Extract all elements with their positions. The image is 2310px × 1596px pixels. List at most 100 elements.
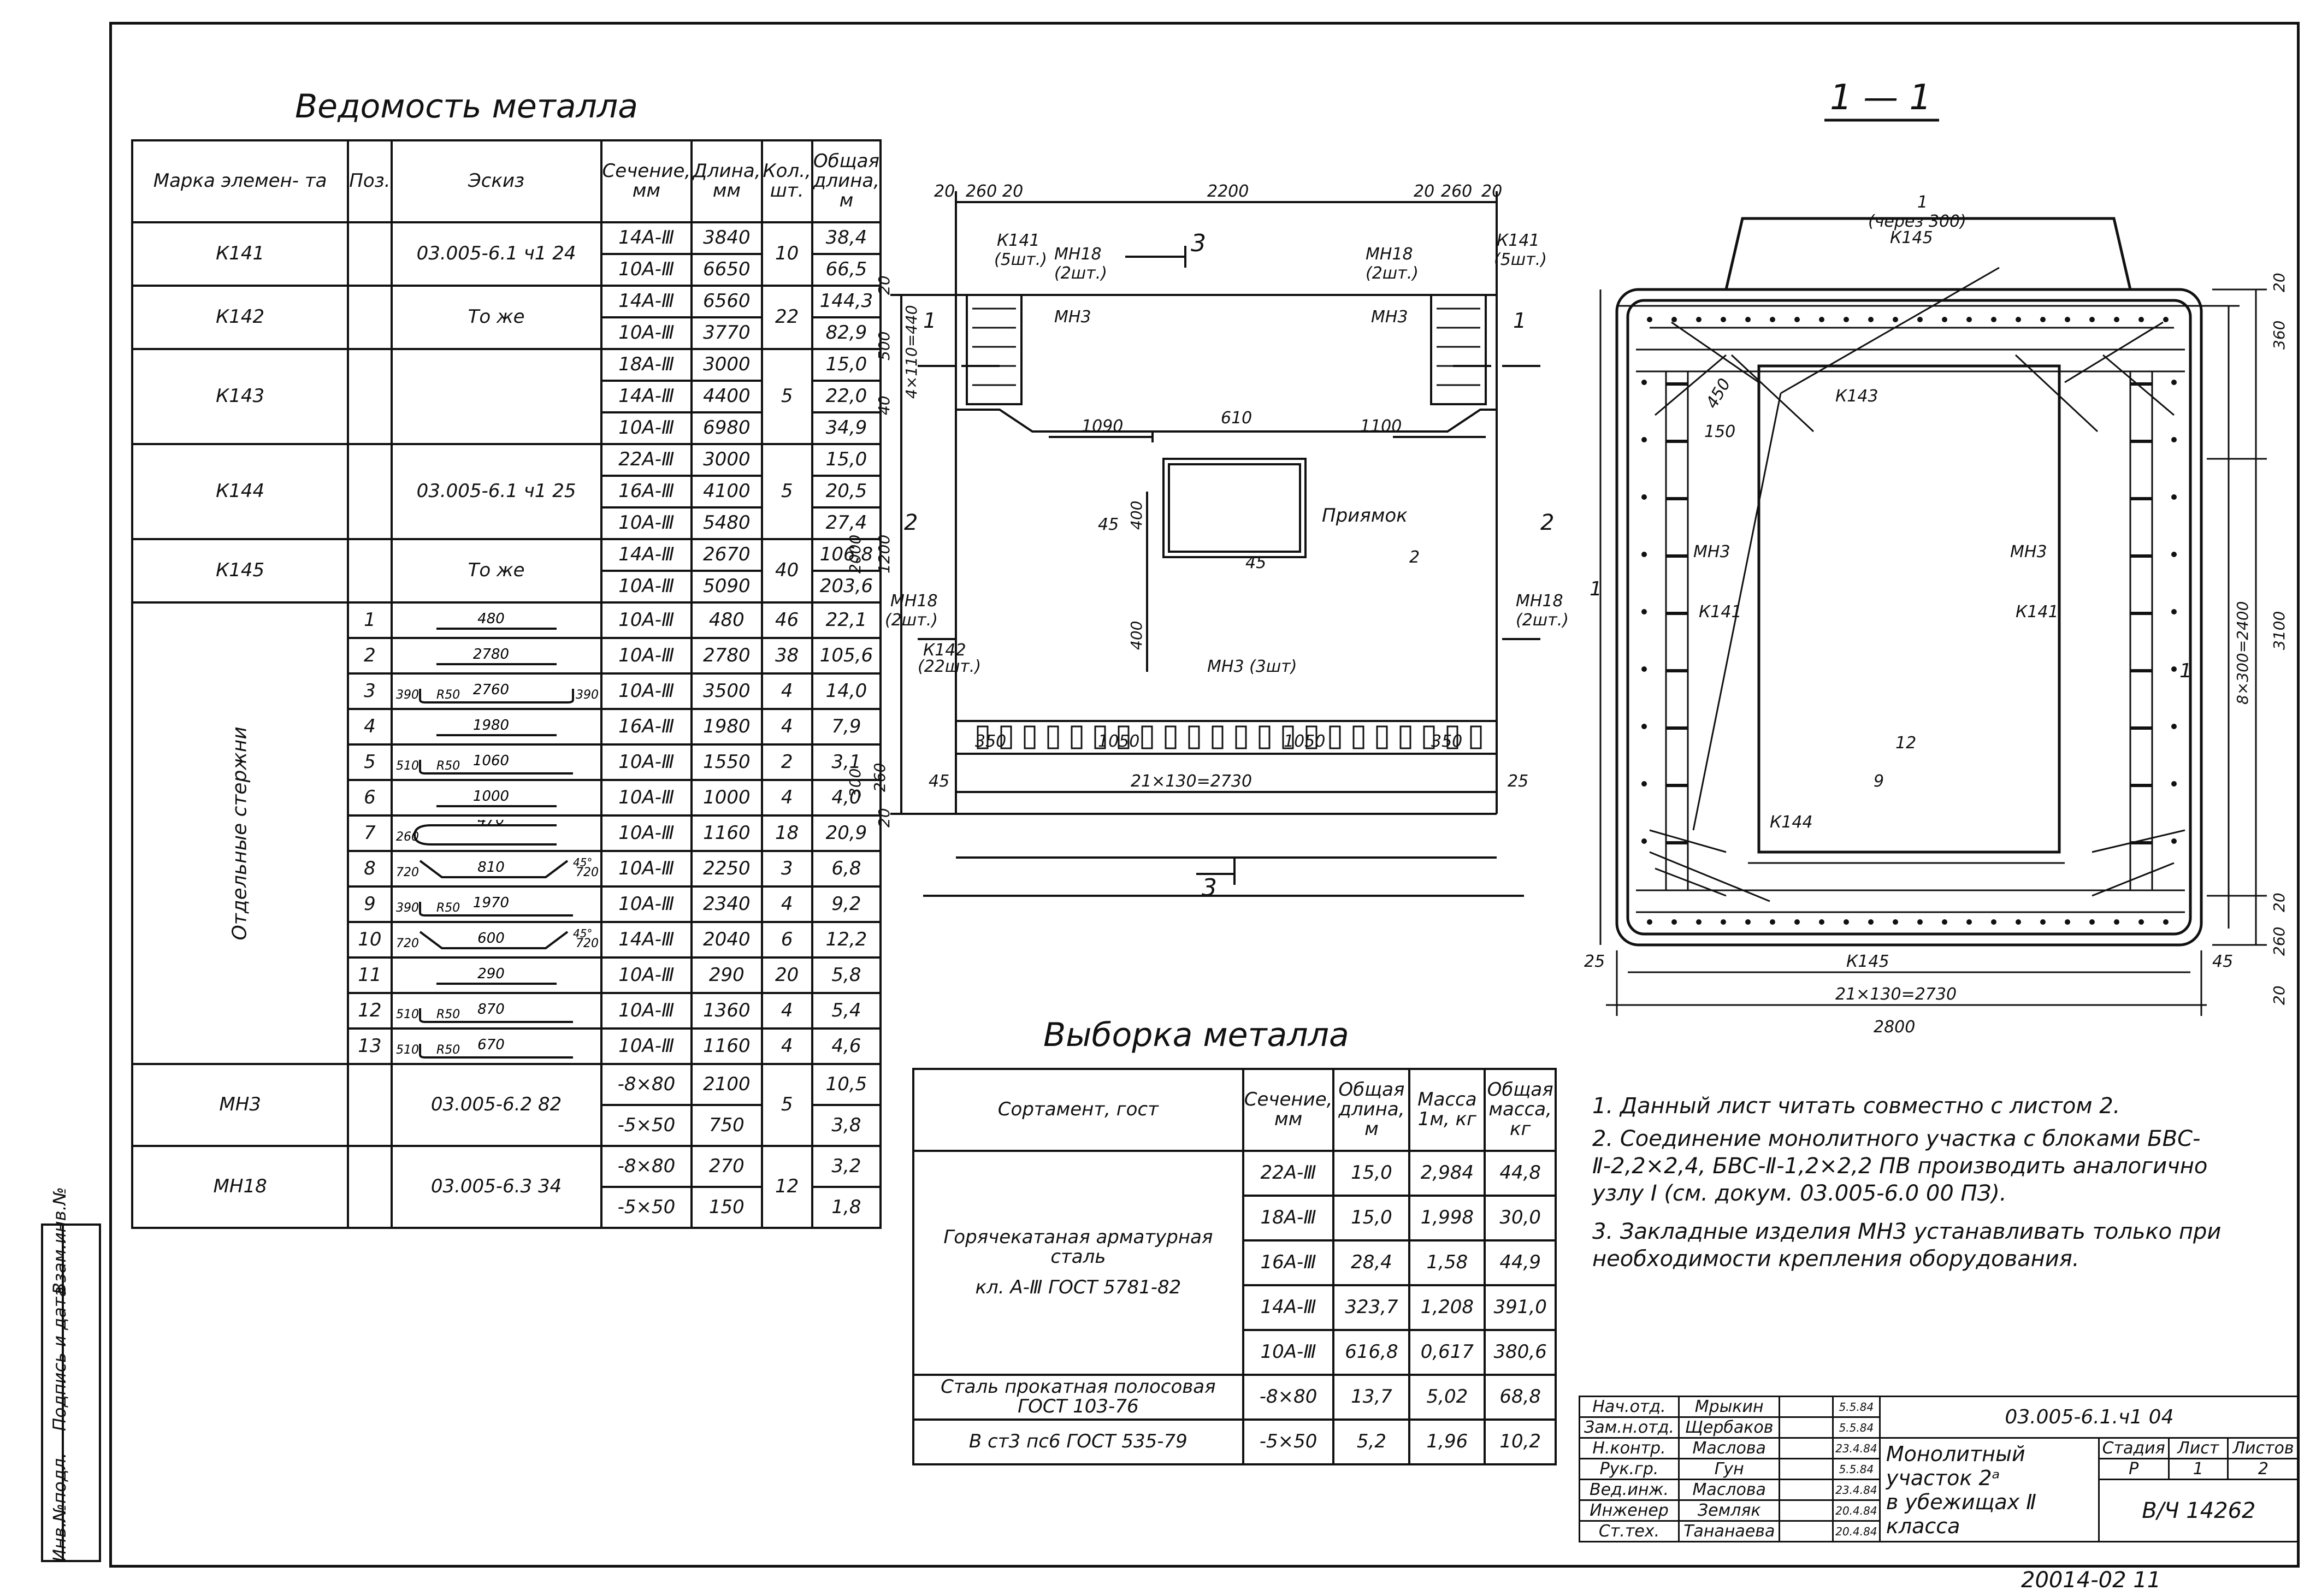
stamp-sign [1779,1437,1834,1459]
stamp-date: 20.4.84 [1832,1520,1881,1542]
length-cell: 3840 [690,221,763,255]
section-cell: 14А-Ⅲ [600,538,693,572]
pos-cell: 11 [347,956,393,994]
plan-label-k141r-count: (5шт.) [1494,250,1547,269]
bar-sketch: 2780 [436,646,557,665]
section-label-k144: К144 [1770,813,1813,832]
plan-dim-1200: 1200 [875,535,893,574]
vedomost-header-1: Поз. [347,139,393,223]
length-cell: 6650 [690,253,763,287]
total-cell: 4,6 [811,1027,882,1065]
count-cell: 3 [760,850,813,888]
length-cell: 1160 [690,1027,763,1065]
count-cell: 20 [760,956,813,994]
element-mark: К143 [131,348,350,445]
stamp-sheets-h: Листов [2226,1437,2300,1459]
count-cell: 22 [760,285,813,350]
side-vzam: Взам.инв.№ [49,1187,70,1294]
count-cell: 5 [760,443,813,540]
table-cell: 5,02 [1408,1374,1486,1421]
total-cell: 27,4 [811,506,882,540]
note-1: 1. Данный лист читать совместно с листом… [1592,1093,2120,1119]
plan-label-k141-count: (5шт.) [994,250,1047,269]
count-cell: 46 [760,601,813,639]
length-cell: 1550 [690,743,763,781]
plan-dim-20a: 20 [934,182,955,201]
stamp-sheet: 1 [2167,1458,2229,1480]
svg-text:720: 720 [396,866,419,879]
section-dim-20a: 20 [2270,273,2288,292]
plan-label-two-marker: 2 [1409,548,1420,567]
plan-dim-260a: 260 [966,182,997,201]
table-cell: 616,8 [1332,1329,1411,1376]
svg-text:1000: 1000 [472,788,509,805]
total-cell: 20,9 [811,814,882,852]
svg-text:R50: R50 [436,1008,460,1021]
total-cell: 20,5 [811,475,882,509]
stamp-role: Нач.отд. [1578,1396,1680,1418]
vedomost-header-2: Эскиз [390,139,602,223]
bottom-code: 20014-02 11 [2021,1568,2161,1593]
section-dim-2730: 21×130=2730 [1835,985,1957,1004]
eskiz-cell: 1980 [390,708,602,746]
element-mark: МН3 [131,1063,350,1147]
length-cell: 6980 [690,411,763,445]
plan-dim-20d: 20 [1481,182,1502,201]
section-dim-3100: 3100 [2270,611,2288,650]
plan-label-mn18r: МН18 [1366,245,1413,264]
vedomost-header-6: Общая длина, м [811,139,882,223]
total-cell: 82,9 [811,316,882,350]
section-cell: 10А-Ⅲ [600,850,693,888]
plan-section-3-bottom: 3 [1202,874,1217,902]
stamp-name: Мрыкин [1678,1396,1781,1418]
table-cell: 44,9 [1484,1239,1557,1286]
section-dim-260: 260 [2270,927,2288,956]
plan-dim-25: 25 [1508,772,1528,791]
table-cell: 13,7 [1332,1374,1411,1421]
total-cell: 5,8 [811,956,882,994]
section-cell: 10А-Ⅲ [600,1027,693,1065]
plan-label-k141r: К141 [1497,231,1540,250]
section-dim-360: 360 [2270,321,2288,350]
stamp-sign [1779,1416,1834,1439]
vyborka-header-2: Общая длина, м [1332,1068,1411,1152]
svg-text:290: 290 [477,966,505,982]
svg-text:R50: R50 [436,688,460,702]
total-cell: 10,5 [811,1063,882,1106]
length-cell: 2780 [690,637,763,675]
table-cell: 10,2 [1484,1418,1557,1465]
plan-label-mn18r-count: (2шт.) [1366,264,1419,283]
table-cell: 28,4 [1332,1239,1411,1286]
table-cell: 18А-Ⅲ [1242,1195,1335,1242]
section-dim-450: 450 [1703,375,1735,412]
section-cell: 14А-Ⅲ [600,221,693,255]
eskiz-cell [390,348,602,445]
element-mark: К142 [131,285,350,350]
section-cell: 16А-Ⅲ [600,475,693,509]
eskiz-cell: 03.005-6.1 ч1 25 [390,443,602,540]
section-cell: 10А-Ⅲ [600,411,693,445]
section-cell: -8×80 [600,1063,693,1106]
vyborka-header-3: Масса 1м, кг [1408,1068,1486,1152]
svg-text:2780: 2780 [472,646,509,663]
section-cell: 10А-Ⅲ [600,779,693,817]
section-cell: 22А-Ⅲ [600,443,693,477]
